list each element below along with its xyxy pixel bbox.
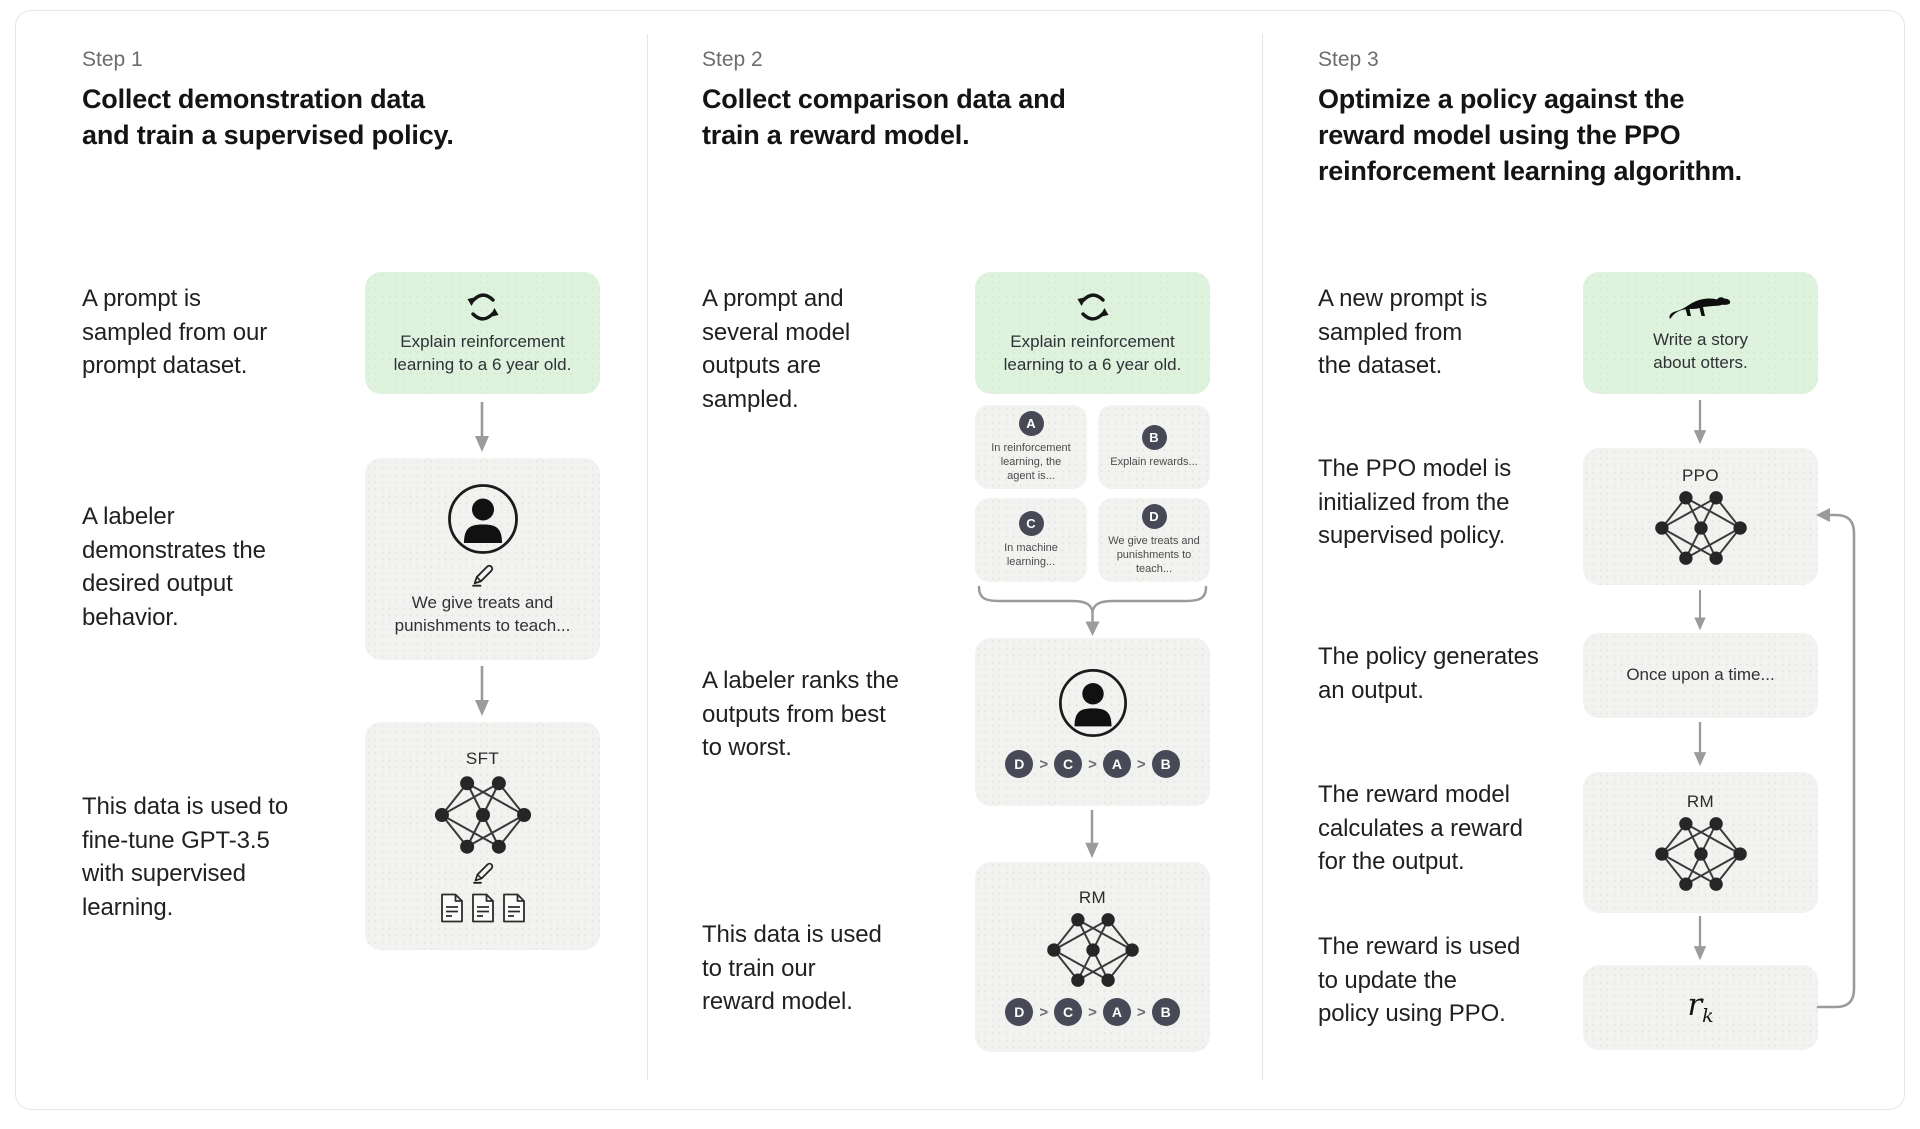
network-icon: [1653, 815, 1748, 892]
step2-prompt-box: Explain reinforcement learning to a 6 ye…: [975, 272, 1210, 394]
network-icon: [1653, 489, 1748, 566]
arrow-down-icon: [473, 666, 491, 718]
rank-separator: >: [1136, 1003, 1146, 1021]
step3-row3-text: The policy generates an output.: [1318, 643, 1539, 704]
person-icon: [1058, 669, 1127, 737]
step1-prompt-text: Explain reinforcement learning to a 6 ye…: [393, 332, 572, 374]
network-icon: [1045, 912, 1140, 988]
column-divider: [647, 34, 648, 1080]
brace-icon: [977, 585, 1208, 636]
rm-label: RM: [1686, 791, 1715, 811]
rank-badge: D: [1005, 998, 1034, 1026]
arrow-down-icon: [1693, 590, 1707, 632]
sft-label: SFT: [465, 749, 500, 768]
step2-prompt-text: Explain reinforcement learning to a 6 ye…: [1003, 332, 1182, 374]
step2-title: Collect comparison data and train a rewa…: [702, 84, 1066, 150]
reward-symbol: rk: [1687, 987, 1714, 1028]
pencil-icon: [472, 564, 494, 587]
letter-badge: C: [1018, 510, 1044, 536]
output-d-text: We give treats and punishments to teach.…: [1108, 534, 1200, 576]
rank-badge: A: [1102, 750, 1131, 778]
document-icon: [471, 893, 494, 923]
output-c-text: In machine learning...: [1004, 541, 1058, 568]
arrow-down-icon: [1692, 722, 1708, 768]
step2-row1-text: A prompt and several model outputs are s…: [702, 285, 851, 413]
step2-label: Step 2: [702, 48, 763, 71]
step3-ppo-box: PPO: [1583, 448, 1818, 585]
arrow-down-icon: [1692, 400, 1708, 446]
step1-labeler-text: We give treats and punishments to teach.…: [394, 592, 571, 635]
rank-badge: B: [1151, 750, 1180, 778]
step1-row1-text: A prompt is sampled from our prompt data…: [82, 285, 268, 380]
step2-row3-text: This data is used to train our reward mo…: [702, 921, 882, 1016]
step3-title: Optimize a policy against the reward mod…: [1318, 84, 1742, 186]
network-icon: [433, 775, 532, 855]
loop-arrow-icon: [1816, 508, 1856, 1009]
rank-badge: C: [1054, 998, 1083, 1026]
ranking-row: D > C > A > B: [1005, 750, 1180, 778]
step3-prompt-box: Write a story about otters.: [1583, 272, 1818, 394]
step1-prompt-box: Explain reinforcement learning to a 6 ye…: [365, 272, 600, 394]
letter-badge: B: [1141, 424, 1167, 450]
step3-label: Step 3: [1318, 48, 1379, 71]
output-b-text: Explain rewards...: [1110, 455, 1198, 468]
documents-row: [439, 893, 527, 923]
step1-row2-text: A labeler demonstrates the desired outpu…: [82, 503, 266, 631]
step3-reward-box: rk: [1583, 965, 1818, 1050]
step1-label: Step 1: [82, 48, 143, 71]
person-icon: [447, 483, 518, 554]
rm-label: RM: [1078, 888, 1107, 907]
arrow-down-icon: [473, 402, 491, 454]
step1-title: Collect demonstration data and train a s…: [82, 84, 454, 150]
output-box-c: C In machine learning...: [975, 498, 1087, 582]
rank-separator: >: [1088, 1003, 1097, 1021]
rank-separator: >: [1039, 755, 1049, 773]
cycle-icon: [1075, 293, 1110, 321]
rank-separator: >: [1039, 1003, 1049, 1021]
step3-output-text: Once upon a time...: [1626, 665, 1775, 685]
document-icon: [502, 893, 525, 923]
otter-icon: [1668, 297, 1730, 320]
output-a-text: In reinforcement learning, the agent is.…: [991, 441, 1071, 483]
step1-row3-text: This data is used to fine-tune GPT-3.5 w…: [82, 793, 289, 921]
step2-row2-text: A labeler ranks the outputs from best to…: [702, 667, 899, 762]
step3-row5-text: The reward is used to update the policy …: [1318, 933, 1521, 1028]
step1-labeler-box: We give treats and punishments to teach.…: [365, 458, 600, 660]
step3-row4-text: The reward model calculates a reward for…: [1318, 781, 1523, 876]
output-box-d: D We give treats and punishments to teac…: [1098, 498, 1210, 582]
step2-rm-box: RM D > C > A > B: [975, 862, 1210, 1052]
rank-separator: >: [1088, 755, 1097, 773]
ranking-row: D > C > A > B: [1005, 998, 1180, 1026]
rank-badge: A: [1102, 998, 1131, 1026]
ppo-label: PPO: [1681, 465, 1720, 485]
arrow-down-icon: [1692, 916, 1708, 962]
output-box-a: A In reinforcement learning, the agent i…: [975, 405, 1087, 489]
step1-sft-box: SFT: [365, 722, 600, 950]
letter-badge: A: [1018, 410, 1044, 436]
output-box-b: B Explain rewards...: [1098, 405, 1210, 489]
step3-rm-box: RM: [1583, 772, 1818, 913]
rank-badge: B: [1151, 998, 1180, 1026]
pencil-icon: [472, 862, 493, 884]
arrow-down-icon: [1084, 810, 1100, 860]
column-divider: [1262, 34, 1263, 1080]
step3-row1-text: A new prompt is sampled from the dataset…: [1318, 285, 1488, 380]
cycle-icon: [465, 293, 500, 321]
rank-badge: D: [1005, 750, 1034, 778]
step2-ranking-box: D > C > A > B: [975, 638, 1210, 806]
step3-row2-text: The PPO model is initialized from the su…: [1318, 455, 1512, 550]
step3-output-box: Once upon a time...: [1583, 633, 1818, 718]
letter-badge: D: [1141, 503, 1167, 529]
rank-separator: >: [1136, 755, 1146, 773]
document-icon: [440, 893, 463, 923]
rank-badge: C: [1054, 750, 1083, 778]
step3-prompt-text: Write a story about otters.: [1652, 330, 1749, 372]
